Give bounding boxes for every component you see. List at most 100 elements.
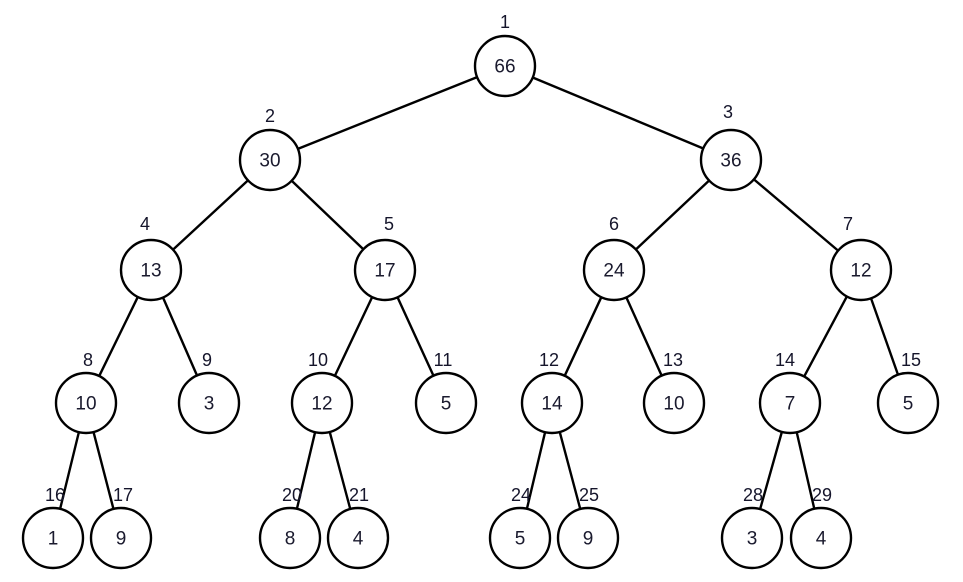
tree-node[interactable]: 24 5: [488, 485, 552, 570]
node-value-label: 14: [541, 394, 563, 415]
tree-edge: [525, 430, 547, 511]
tree-edge: [625, 296, 663, 377]
tree-node[interactable]: 336: [699, 102, 763, 192]
node-circle[interactable]: [582, 238, 646, 302]
tree-node[interactable]: 13 10: [642, 350, 706, 435]
node-circle[interactable]: [353, 238, 417, 302]
node-value-label: 5: [903, 394, 914, 415]
node-index-label: 11: [434, 350, 453, 370]
node-index-label: 21: [349, 485, 369, 505]
node-value-label: 3: [204, 394, 215, 415]
node-circle[interactable]: [829, 238, 893, 302]
node-circle[interactable]: [21, 506, 85, 570]
node-value-label: 5: [441, 394, 452, 415]
node-value-label: 9: [583, 529, 594, 550]
tree-node[interactable]: 29 4: [789, 485, 853, 570]
node-value-label: 30: [259, 151, 280, 172]
tree-node[interactable]: 1 66: [473, 12, 537, 98]
tree-edge: [328, 430, 352, 511]
node-circle[interactable]: [177, 371, 241, 435]
node-circle[interactable]: [699, 128, 763, 192]
tree-node[interactable]: 413: [119, 214, 183, 302]
tree-edge: [161, 296, 199, 377]
node-circle[interactable]: [414, 371, 478, 435]
node-index-label: 24: [511, 485, 531, 505]
tree-edge: [396, 296, 435, 377]
node-index-label: 7: [843, 214, 853, 234]
node-circle[interactable]: [876, 371, 940, 435]
node-index-label: 8: [83, 350, 93, 370]
tree-node[interactable]: 517: [353, 214, 417, 302]
node-circle[interactable]: [642, 371, 706, 435]
node-value-label: 66: [494, 57, 515, 78]
tree-node[interactable]: 28 3: [720, 485, 784, 570]
tree-edge: [58, 430, 81, 511]
node-value-label: 4: [353, 529, 364, 550]
node-circle[interactable]: [758, 371, 822, 435]
node-circle[interactable]: [54, 371, 118, 435]
node-value-label: 9: [116, 529, 127, 550]
node-circle[interactable]: [326, 506, 390, 570]
node-index-label: 14: [775, 350, 795, 370]
node-circle[interactable]: [556, 506, 620, 570]
node-value-label: 8: [285, 529, 296, 550]
node-circle[interactable]: [258, 506, 322, 570]
node-index-label: 13: [663, 350, 683, 370]
node-circle[interactable]: [488, 506, 552, 570]
node-circle[interactable]: [789, 506, 853, 570]
tree-node[interactable]: 17 9: [89, 485, 153, 570]
node-index-label: 4: [140, 214, 150, 234]
node-index-label: 1: [500, 12, 510, 32]
node-index-label: 10: [308, 350, 328, 370]
node-value-label: 10: [75, 394, 96, 415]
tree-node[interactable]: 93: [177, 350, 241, 435]
tree-edge: [296, 75, 479, 151]
tree-node[interactable]: 259: [556, 485, 620, 570]
node-value-label: 24: [603, 261, 625, 282]
node-circle[interactable]: [89, 506, 153, 570]
node-value-label: 12: [311, 394, 332, 415]
edge-group: [58, 75, 900, 511]
node-value-label: 5: [515, 529, 526, 550]
tree-node[interactable]: 7 12: [829, 214, 893, 302]
tree-edge: [97, 295, 140, 378]
tree-node[interactable]: 15 5: [876, 350, 940, 435]
tree-edge: [171, 179, 250, 251]
tree-node[interactable]: 11 5: [414, 350, 478, 435]
node-value-label: 36: [720, 151, 741, 172]
node-circle[interactable]: [473, 34, 537, 98]
tree-edge: [802, 295, 849, 378]
node-circle[interactable]: [290, 371, 354, 435]
node-value-label: 12: [850, 261, 871, 282]
node-value-label: 10: [663, 394, 684, 415]
tree-node[interactable]: 12 14: [520, 350, 584, 435]
tree-node[interactable]: 147: [758, 350, 822, 435]
tree-edge: [869, 297, 900, 376]
tree-edge: [795, 431, 816, 510]
node-circle[interactable]: [238, 128, 302, 192]
tree-node[interactable]: 10 12: [290, 350, 354, 435]
tree-edge: [295, 430, 317, 511]
node-value-label: 17: [374, 261, 395, 282]
node-index-label: 17: [113, 485, 133, 505]
tree-node[interactable]: 624: [582, 214, 646, 302]
tree-edge: [290, 179, 365, 251]
node-circle[interactable]: [119, 238, 183, 302]
tree-edge: [92, 430, 115, 511]
node-index-label: 29: [812, 485, 832, 505]
node-index-label: 28: [743, 485, 763, 505]
tree-node[interactable]: 161: [21, 485, 85, 570]
tree-node[interactable]: 230: [238, 106, 302, 192]
tree-node[interactable]: 8 10: [54, 350, 118, 435]
node-index-label: 15: [901, 350, 921, 370]
node-value-label: 3: [747, 529, 758, 550]
tree-node[interactable]: 21 4: [326, 485, 390, 570]
node-circle[interactable]: [720, 506, 784, 570]
node-value-label: 4: [816, 529, 827, 550]
node-value-label: 1: [48, 529, 59, 550]
tree-node[interactable]: 208: [258, 485, 322, 570]
node-index-label: 12: [539, 350, 559, 370]
node-circle[interactable]: [520, 371, 584, 435]
